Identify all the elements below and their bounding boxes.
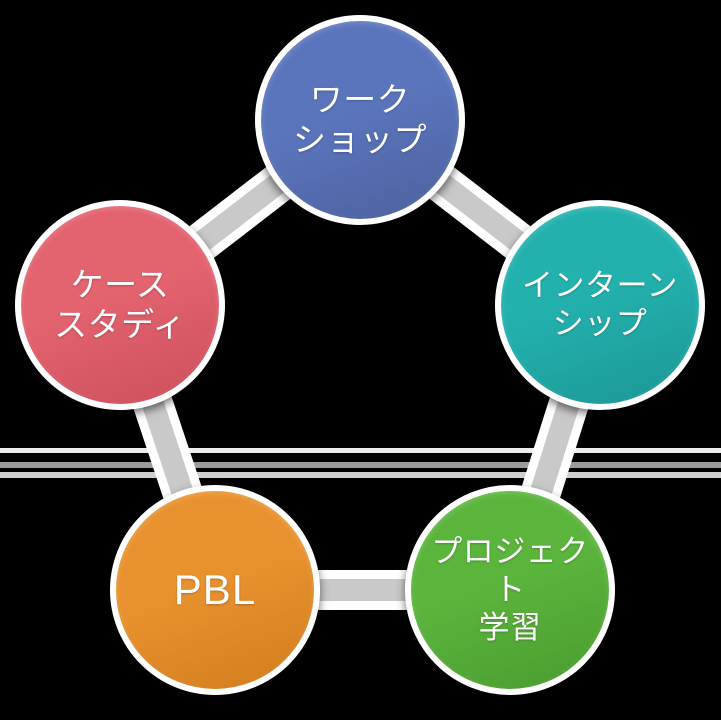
connector-core (138, 387, 197, 508)
node-label-internship: インターン シップ (522, 268, 678, 341)
connector-workshop-to-internship (419, 159, 541, 266)
connector-pbl-to-case-study (129, 385, 206, 510)
node-workshop[interactable]: ワーク ショップ (255, 15, 465, 225)
node-label-project-learning: プロジェクト 学習 (431, 534, 589, 645)
node-label-pbl: PBL (173, 566, 257, 614)
node-internship[interactable]: インターン シップ (495, 200, 705, 410)
connector-core (425, 166, 535, 259)
node-case-study[interactable]: ケース スタディ (15, 200, 225, 410)
node-label-case-study: ケース スタディ (54, 265, 186, 343)
node-project-learning[interactable]: プロジェクト 学習 (405, 485, 615, 695)
node-pbl[interactable]: PBL (110, 485, 320, 695)
connector-internship-to-project-learning (518, 385, 592, 510)
connector-case-study-to-workshop (179, 159, 301, 266)
connector-core (185, 166, 295, 259)
node-label-workshop: ワーク ショップ (293, 80, 427, 158)
connector-core (526, 388, 584, 507)
